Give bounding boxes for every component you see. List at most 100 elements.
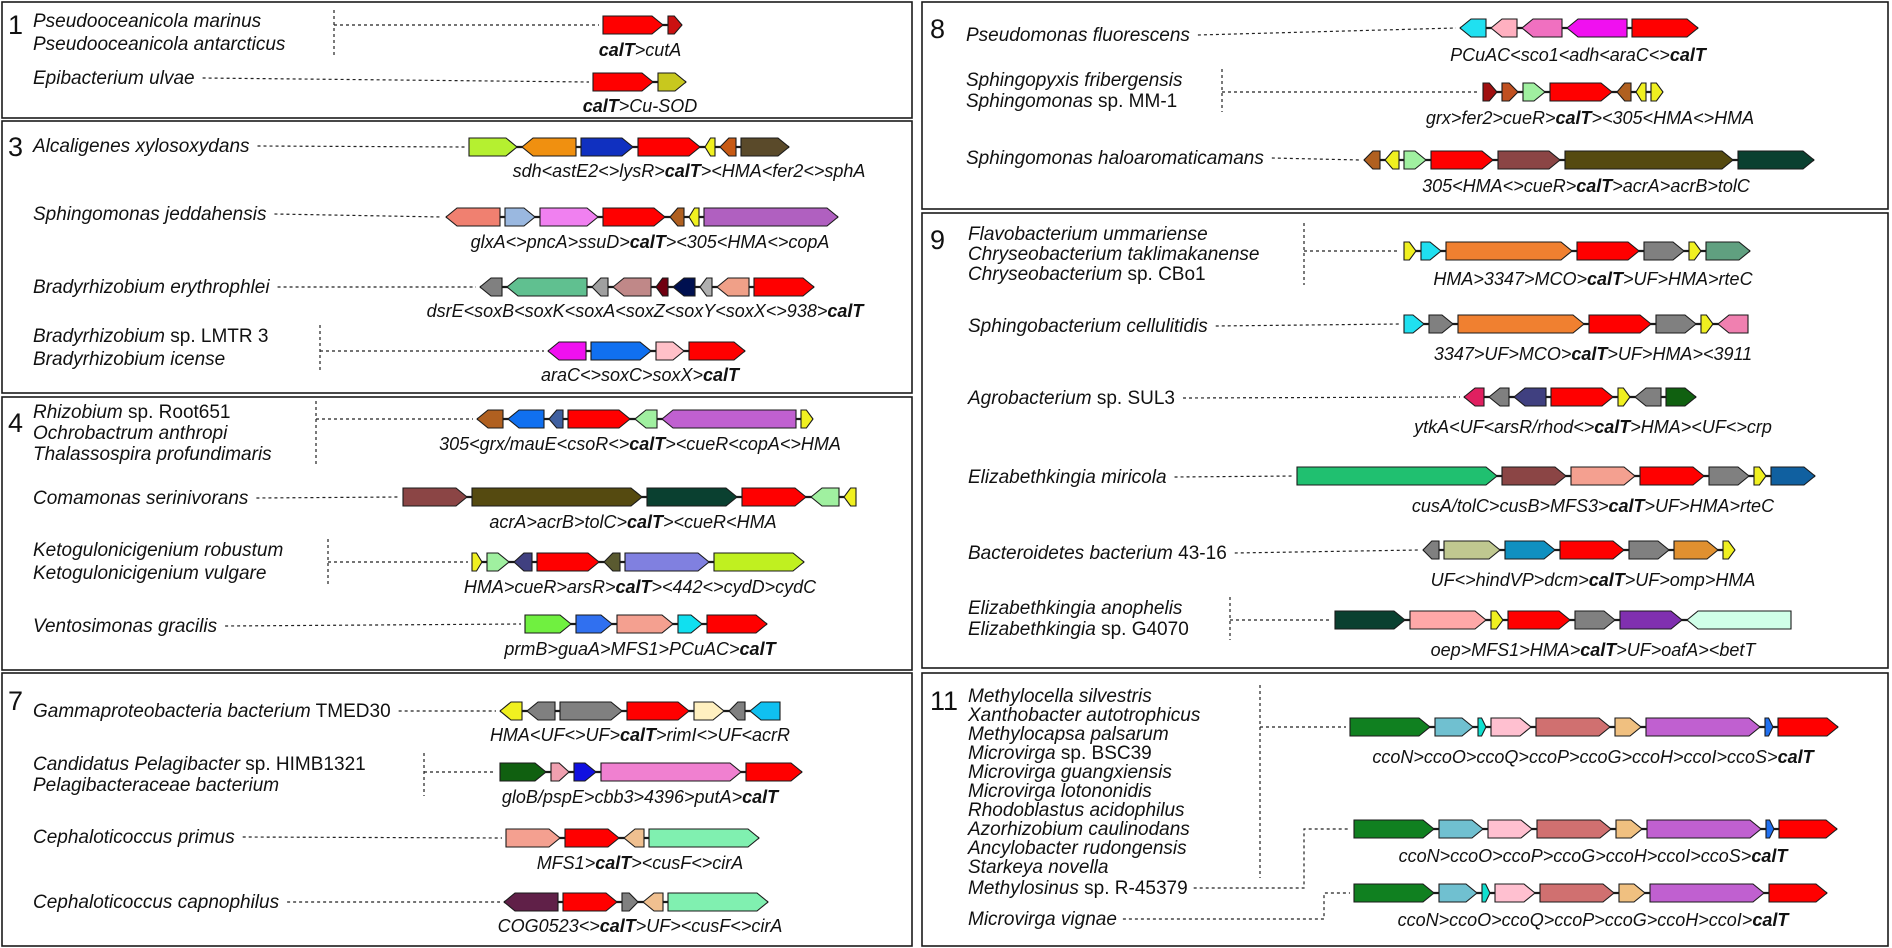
panel-frame-3 — [1, 120, 913, 394]
organism-name: Flavobacterium ummariense — [968, 224, 1208, 245]
gene-arrow — [1490, 610, 1504, 630]
gene-arrow — [1618, 883, 1646, 903]
gene-arrow — [1296, 466, 1498, 486]
leader-line — [1193, 828, 1350, 889]
calT-gene-label: calT — [703, 365, 741, 385]
calT-gene-label: calT — [600, 916, 638, 936]
gene-arrow — [716, 277, 750, 297]
organism-name: Azorhizobium caulinodans — [967, 819, 1190, 840]
gene-order-caption: HMA>3347>MCO>calT>UF>HMA>rteC — [1433, 269, 1753, 289]
gene-arrow — [1353, 819, 1435, 839]
organism-genus-species: Pseudooceanicola antarcticus — [33, 34, 286, 55]
gene-arrow — [1777, 717, 1839, 737]
cluster-entry: Alcaligenes xylosoxydanssdh<astE2<>lysR>… — [32, 136, 865, 181]
calT-gene-label: calT — [1778, 747, 1816, 767]
organism-name: Xanthobacter autotrophicus — [967, 705, 1201, 726]
gene-order-caption: araC<>soxC>soxX>calT — [541, 365, 741, 385]
cluster-entry: Comamonas serinivoransacrA>acrB>tolC>cal… — [33, 487, 857, 532]
organism-genus-species: Microvirga lotononidis — [968, 781, 1152, 802]
caption-fragment: ><HMA<fer2<>sphA — [701, 161, 866, 181]
gene-arrow — [602, 15, 664, 35]
gene-arrow — [603, 552, 621, 572]
gene-arrow — [1566, 18, 1628, 38]
gene-arrow — [1445, 241, 1573, 261]
leader-line — [202, 77, 590, 83]
caption-fragment: PCuAC<sco1<adh<araC<> — [1450, 45, 1670, 65]
organism-name: Chryseobacterium sp. CBo1 — [968, 264, 1206, 285]
gene-arrow — [1487, 819, 1533, 839]
gene-arrow — [1457, 314, 1585, 334]
gene-arrow — [1403, 314, 1425, 334]
organism-genus-species: Ketogulonicigenium vulgare — [33, 563, 266, 584]
gene-arrow — [693, 701, 725, 721]
gene-arrow — [1463, 387, 1485, 407]
gene-arrow — [646, 487, 738, 507]
gene-arrow — [753, 277, 815, 297]
organism-genus-species: Pseudooceanicola marinus — [33, 11, 262, 32]
cluster-entry: Bradyrhizobium sp. LMTR 3Bradyrhizobium … — [33, 325, 746, 385]
gene-arrow — [602, 207, 666, 227]
gene-arrow — [703, 207, 839, 227]
gene-arrow — [1631, 18, 1699, 38]
organism-genus-species: Chryseobacterium taklimakanense — [968, 244, 1259, 265]
organism-genus-species: Sphingopyxis fribergensis — [966, 70, 1183, 91]
calT-gene-label: calT — [1580, 640, 1618, 660]
caption-fragment: ytkA<UF<arsR/rhod<> — [1412, 417, 1594, 437]
gene-order-caption: UF<>hindVP>dcm>calT>UF>omp>HMA — [1431, 570, 1756, 590]
gene-arrow — [1536, 819, 1612, 839]
gene-arrow — [600, 762, 742, 782]
organism-genus-species: Azorhizobium caulinodans — [967, 819, 1190, 840]
panel-number: 4 — [8, 408, 23, 438]
gene-arrow — [1688, 241, 1702, 261]
gene-arrow — [1535, 717, 1611, 737]
organism-name: Microvirga sp. BSC39 — [968, 743, 1152, 764]
organism-strain: sp. R-45379 — [1079, 878, 1188, 899]
gene-arrow — [728, 701, 746, 721]
cluster-entry: Methylosinus sp. R-45379ccoN>ccoO>ccoP>c… — [968, 819, 1838, 899]
panel-frame-8 — [921, 1, 1889, 210]
organism-name: Ventosimonas gracilis — [33, 616, 218, 637]
gene-arrow — [749, 701, 781, 721]
caption-fragment: ><305<HMA<>HMA — [1592, 108, 1755, 128]
organism-genus-species: Ochrobactrum anthropi — [33, 423, 228, 444]
gene-arrow — [1539, 883, 1615, 903]
gene-arrow — [1717, 314, 1749, 334]
gene-arrow — [592, 72, 654, 92]
gene-order-caption: PCuAC<sco1<adh<araC<>calT — [1450, 45, 1708, 65]
organism-name: Agrobacterium sp. SUL3 — [967, 388, 1175, 409]
gene-arrow — [591, 277, 609, 297]
gene-arrow — [504, 207, 536, 227]
organism-name: Microvirga vignae — [968, 909, 1117, 930]
organism-genus-species: Ancylobacter rudongensis — [967, 838, 1187, 859]
gene-arrow — [471, 487, 643, 507]
organism-strain: sp. HIMB1321 — [240, 754, 366, 775]
caption-fragment: >rimI<>UF<acrR — [656, 725, 790, 745]
calT-gene-label: calT — [1752, 910, 1790, 930]
gene-arrow — [1722, 540, 1736, 560]
organism-genus-species: Rhodoblastus acidophilus — [968, 800, 1185, 821]
caption-fragment: COG0523<> — [498, 916, 600, 936]
organism-strain: 43-16 — [1173, 543, 1227, 564]
gene-arrow — [1334, 610, 1406, 630]
panel-number: 3 — [8, 132, 23, 162]
organism-genus-species: Xanthobacter autotrophicus — [967, 705, 1201, 726]
cluster-entry: Bradyrhizobium erythrophleidsrE<soxB<sox… — [33, 277, 865, 321]
gene-arrow — [1504, 540, 1556, 560]
gene-arrow — [1428, 314, 1454, 334]
gene-arrow — [1649, 883, 1765, 903]
gene-arrow — [1646, 819, 1762, 839]
caption-fragment: ccoN>ccoO>ccoP>ccoG>ccoH>ccoI>ccoS> — [1399, 846, 1752, 866]
gene-arrow — [1765, 819, 1775, 839]
gene-arrow — [567, 409, 631, 429]
organism-name: Alcaligenes xylosoxydans — [32, 136, 250, 157]
gene-arrow — [1494, 883, 1536, 903]
gene-arrow — [499, 701, 523, 721]
caption-fragment: cusA/tolC>cusB>MFS3> — [1412, 496, 1609, 516]
calT-gene-label: calT — [665, 161, 703, 181]
gene-arrow — [1564, 150, 1734, 170]
gene-arrow — [506, 277, 588, 297]
caption-fragment: MFS1> — [537, 853, 596, 873]
organism-name: Sphingomonas haloaromaticamans — [966, 148, 1264, 169]
caption-fragment: >UF>HMA><3911 — [1607, 344, 1752, 364]
